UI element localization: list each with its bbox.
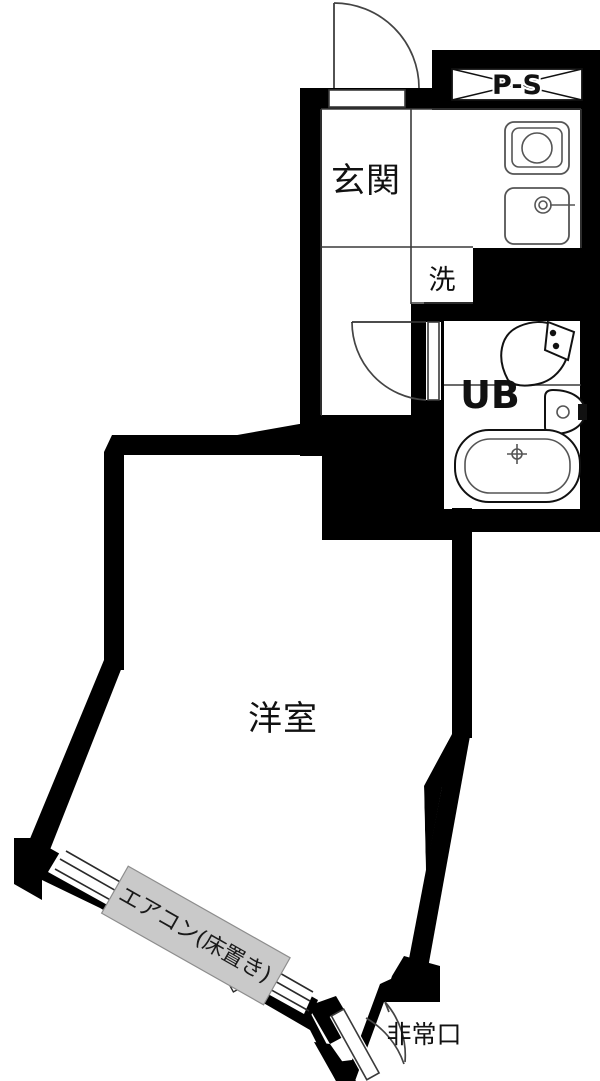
emergency-exit-label: 非常口 — [386, 1020, 461, 1049]
stove-icon — [504, 121, 570, 175]
main-room-floor — [38, 110, 452, 1062]
wall-living-east — [452, 508, 472, 738]
corridor-floor — [321, 248, 411, 415]
wall-ub-north — [424, 302, 581, 321]
wall-living-north — [112, 435, 322, 455]
wall-ps-left — [432, 50, 452, 110]
emergency-exit-door[interactable] — [329, 1001, 407, 1081]
wall-living-west-notch — [14, 838, 42, 884]
wall-east-exterior — [580, 50, 600, 532]
wall-living-west-upper — [104, 452, 124, 670]
genkan-floor — [321, 109, 411, 248]
wall-service-block — [473, 248, 581, 304]
wall-emergency-threshold — [314, 1042, 356, 1081]
laundry-label: 洗 — [429, 265, 456, 296]
unit-bath-door[interactable] — [351, 321, 441, 401]
wall-living-east-angled — [408, 734, 470, 968]
pipe-shaft-symbol: P-S — [451, 68, 583, 103]
laundry-floor — [411, 248, 473, 304]
bathtub-icon — [454, 429, 581, 503]
wall-ps-top — [432, 50, 600, 70]
air-conditioner-annotation — [100, 865, 291, 1006]
wall-ps-bottom — [432, 99, 600, 110]
pipe-shaft-label: P-S — [492, 70, 542, 101]
main-room-label: 洋室 — [248, 699, 318, 739]
unit-bath-label: UB — [460, 373, 520, 417]
wall-emergency-jamb — [384, 956, 440, 1000]
wall-living-west-angled — [22, 660, 124, 870]
toilet-icon — [500, 320, 576, 387]
genkan-label: 玄関 — [331, 161, 401, 201]
wall-corridor-west — [300, 88, 322, 456]
entrance-door[interactable] — [328, 2, 420, 108]
kitchen-sink-icon — [504, 187, 575, 245]
wall-ub-south — [443, 509, 580, 532]
